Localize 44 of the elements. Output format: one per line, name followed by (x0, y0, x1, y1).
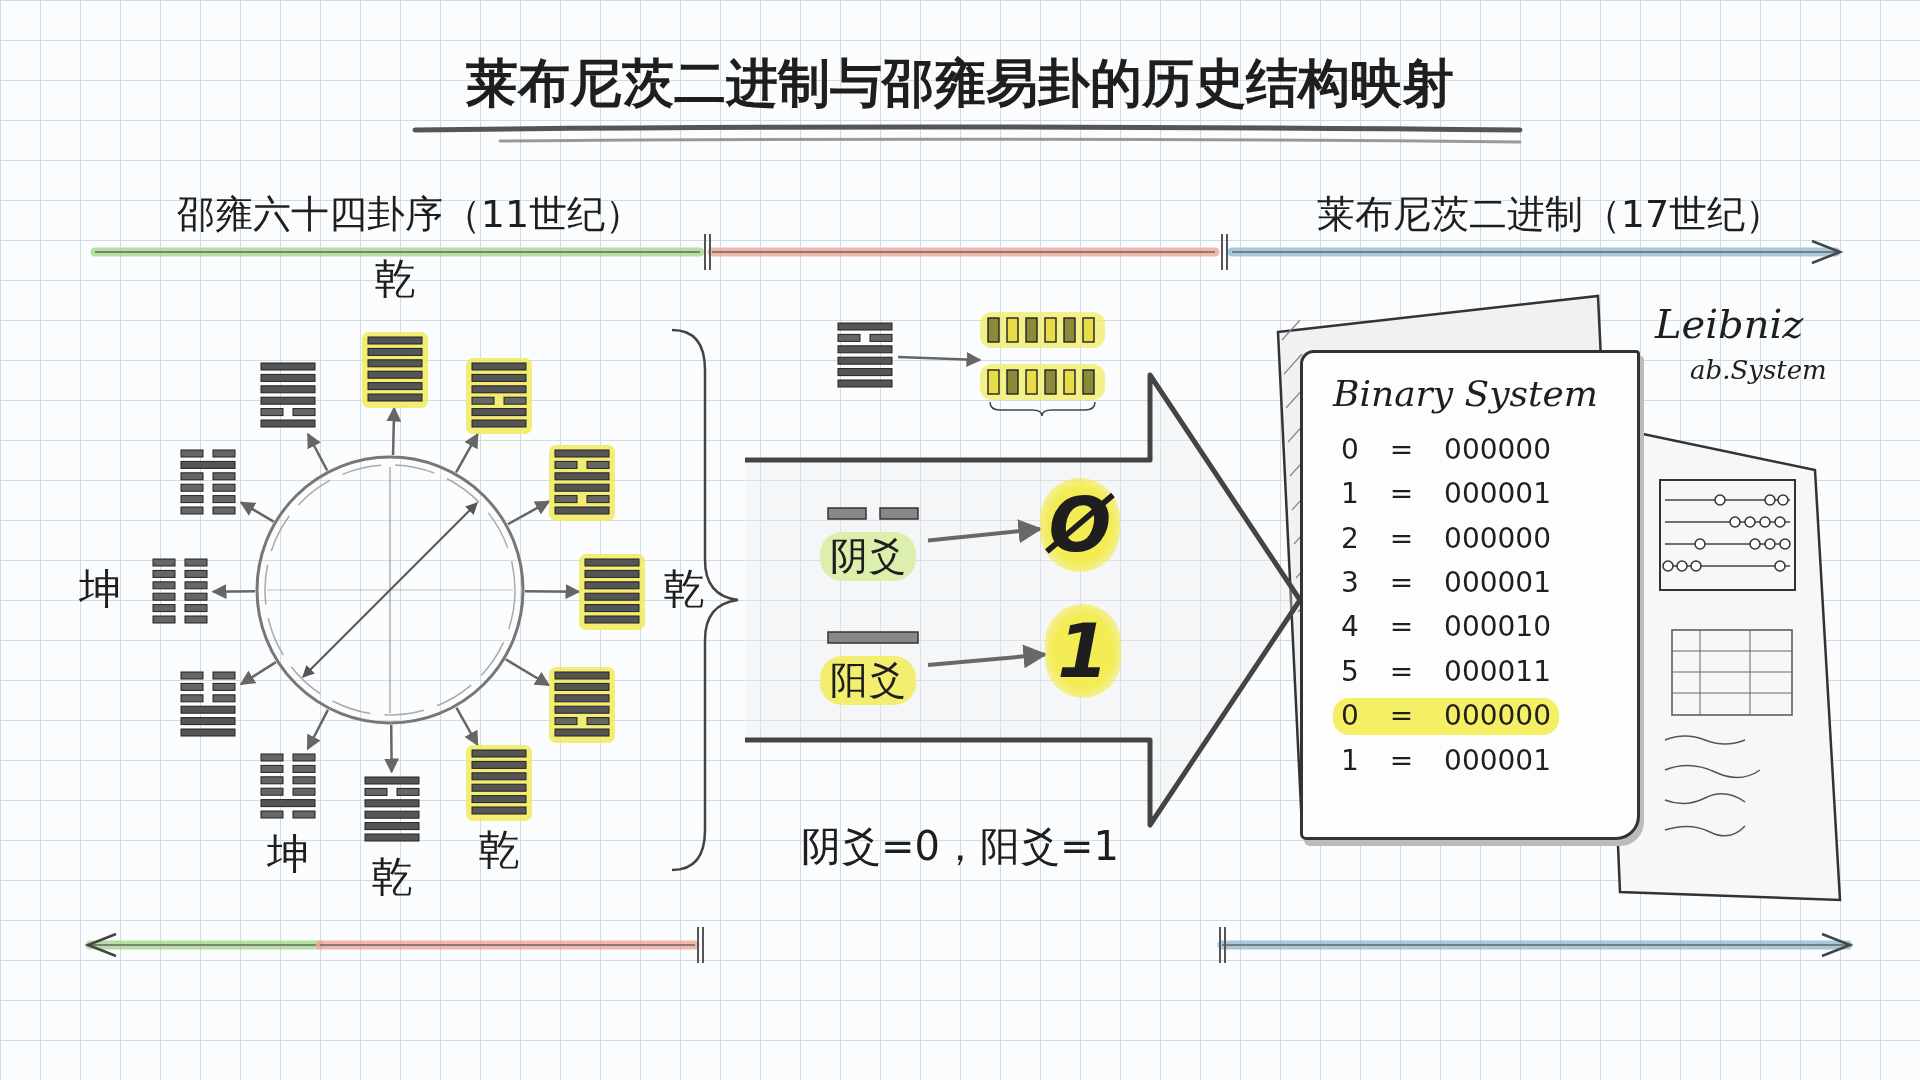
hexagram-name: 坤 (79, 564, 121, 615)
arrow (306, 432, 329, 472)
binary-table-row-text: 1 = 000001 (1340, 742, 1552, 779)
title: 莱布尼茨二进制与邵雍易卦的历史结构映射 (465, 52, 1455, 115)
line-type-name: 阳爻 (820, 656, 916, 706)
hexagram-icon (466, 358, 532, 434)
binary-digit: Ø (1040, 478, 1120, 572)
hexagram-name: 乾 (370, 852, 414, 903)
arrow (927, 644, 1048, 669)
arrow (455, 432, 479, 473)
arrow (525, 584, 581, 600)
arrow (384, 725, 400, 774)
sheet-heading: Binary System (1333, 372, 1598, 416)
arrow (239, 501, 275, 523)
mapping-note: 阴爻=0，阳爻=1 (800, 822, 1120, 870)
signature-note: ab.System (1690, 355, 1827, 387)
binary-table-row-text: 3 = 000001 (1340, 564, 1552, 601)
hexagram-name: 乾 (477, 825, 521, 876)
arrow (211, 584, 255, 600)
timeline-heading: 邵雍六十四卦序（11世纪） (175, 192, 645, 238)
binary-table-row-text: 4 = 000010 (1340, 609, 1552, 646)
timeline-heading: 莱布尼茨二进制（17世纪） (1315, 192, 1785, 238)
binary-table-row-text: 0 = 000000 (1340, 431, 1552, 468)
hexagram-icon (549, 445, 615, 521)
sequence-circle-drawing (255, 455, 525, 725)
binary-table-row-text: 1 = 000001 (1340, 476, 1552, 513)
arrow (507, 500, 551, 526)
arrow (505, 658, 551, 687)
binary-digit: 1 (1045, 604, 1121, 698)
hexagram-name: 坤 (266, 829, 310, 880)
binary-table-row-text: 5 = 000011 (1340, 653, 1552, 690)
arrow (386, 406, 402, 456)
signature: Leibniz (1655, 300, 1804, 348)
arrow (239, 661, 277, 686)
binary-table-row: 0 = 000000 (1333, 698, 1559, 735)
binary-table-row-text: 2 = 000000 (1340, 520, 1552, 557)
arrow (455, 706, 479, 747)
hexagram-name: 乾 (663, 564, 705, 615)
hexagram-name: 乾 (373, 254, 417, 305)
arrow (897, 351, 982, 367)
arrow (306, 709, 330, 751)
hexagram-icon (549, 667, 615, 743)
line-type-name: 阴爻 (820, 532, 916, 582)
arrow (927, 519, 1043, 544)
